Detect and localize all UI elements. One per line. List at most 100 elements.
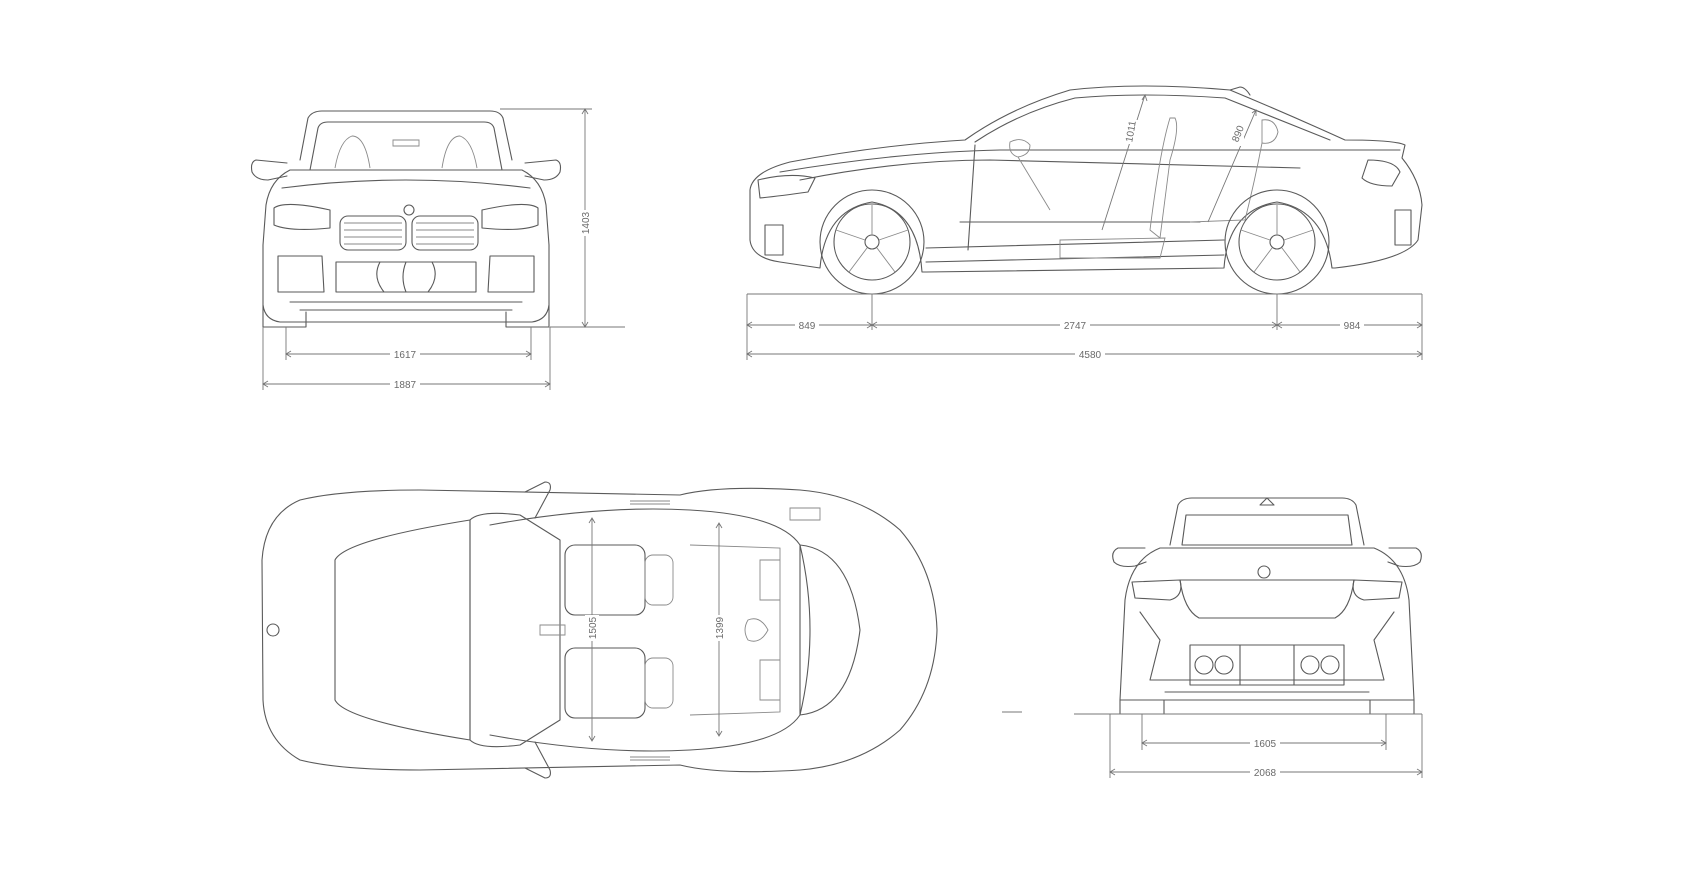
front-headroom-line [1101,93,1148,231]
side-front-intake [764,224,784,256]
side-spoiler [1229,86,1251,96]
front-hood-line [281,179,531,189]
rear-width-label: 2068 [1254,768,1277,779]
exhaust-tip [1300,655,1320,675]
top-mirror-right [524,741,551,779]
rear-body-outline [1119,547,1415,701]
label-bg [585,615,599,641]
label-bg [712,615,726,641]
side-rear-seat [1189,119,1279,223]
rear-mirror-right [1387,547,1422,568]
rear-taillight-left [1131,579,1182,601]
front-splitter [289,301,523,311]
side-headlight [757,174,816,199]
rear-ground-line [1002,711,1422,715]
front-headlight-right [481,203,539,231]
front-view: 1403 1617 1887 [250,108,625,391]
kidney-grille-left [339,215,407,251]
rear-overhang-label: 984 [1344,321,1361,332]
side-sill [925,239,1225,263]
top-body-outline [261,487,938,773]
top-front-seat-left [564,544,646,616]
label-bg [1060,319,1090,331]
label-bg [1250,766,1280,778]
top-front-seat-right [564,647,646,719]
side-front-seat [1059,117,1178,259]
side-taillight [1361,159,1401,187]
front-intake-right [487,255,535,293]
rear-window [1181,514,1353,546]
top-rear-window [799,544,861,716]
label-bg [1250,737,1280,749]
rear-tyres [1119,699,1415,715]
front-windshield [309,121,503,171]
rear-taillight-right [1352,579,1403,601]
wheelbase-label: 2747 [1064,321,1087,332]
exhaust-tip [1214,655,1234,675]
exhaust-tip [1194,655,1214,675]
rear-shark-fin [1259,497,1275,506]
rear-track-label: 1605 [1254,739,1277,750]
label-bg [1124,120,1138,144]
top-headrest-left [644,554,674,606]
label-bg [1075,348,1105,360]
kidney-grille-right [411,215,479,251]
rear-rim-spokes [1240,205,1314,273]
label-bg [390,378,420,390]
front-shoulder-label: 1505 [588,616,599,639]
front-headlight-left [273,203,331,231]
side-beltline [779,149,1401,173]
front-tyres [262,304,550,328]
top-hood [334,519,471,741]
grille-slats [344,222,474,245]
top-rear-bench [689,544,781,716]
label-bg [578,210,592,236]
label-bg [795,319,819,331]
bmw-logo-front [403,204,415,216]
front-center-intake [335,261,477,293]
top-windshield [469,512,561,748]
front-seats [334,135,478,169]
top-view: 1505 1399 [261,481,938,779]
label-bg [1340,319,1364,331]
front-headroom-label: 1011 [1124,120,1139,144]
front-track-label: 1617 [394,350,417,361]
bmw-logo-rear [1257,565,1271,579]
rear-hub [1269,234,1285,250]
width-label: 1887 [394,380,417,391]
rear-rim [1238,203,1316,281]
front-overhang-label: 849 [799,321,816,332]
front-mirror-right [524,159,562,181]
front-rim-spokes [835,205,909,273]
height-dimension-line [500,108,625,328]
front-intake-left [277,255,325,293]
side-door-line [959,144,1201,251]
exhaust-tip [1320,655,1340,675]
rear-shoulder-label: 1399 [715,616,726,639]
front-mirror-left [250,159,288,181]
side-extension-lines [746,294,1423,360]
top-mirror-left [524,481,551,519]
top-headrest-right [644,657,674,709]
side-shoulder-line [799,159,1301,181]
top-side-vents [630,500,821,761]
top-cabin-outline [489,508,801,752]
top-center-console [539,618,769,642]
length-label: 4580 [1079,350,1102,361]
rear-trunk-lid [1179,579,1355,619]
front-body-outline [262,169,550,323]
rear-mirror-left [1112,547,1147,568]
front-hub [864,234,880,250]
bmw-logo-top [266,623,280,637]
side-steering-wheel [1009,139,1051,211]
side-rear-diffuser [1394,209,1412,246]
front-rim [833,203,911,281]
rear-diffuser [1139,611,1395,686]
label-bg [390,348,420,360]
rear-headroom-line [1207,109,1257,223]
label-bg [1230,124,1244,146]
side-view: 1011 890 849 2747 984 4580 [746,85,1423,361]
height-label: 1403 [581,211,592,234]
rear-view: 1605 2068 [1002,497,1423,779]
